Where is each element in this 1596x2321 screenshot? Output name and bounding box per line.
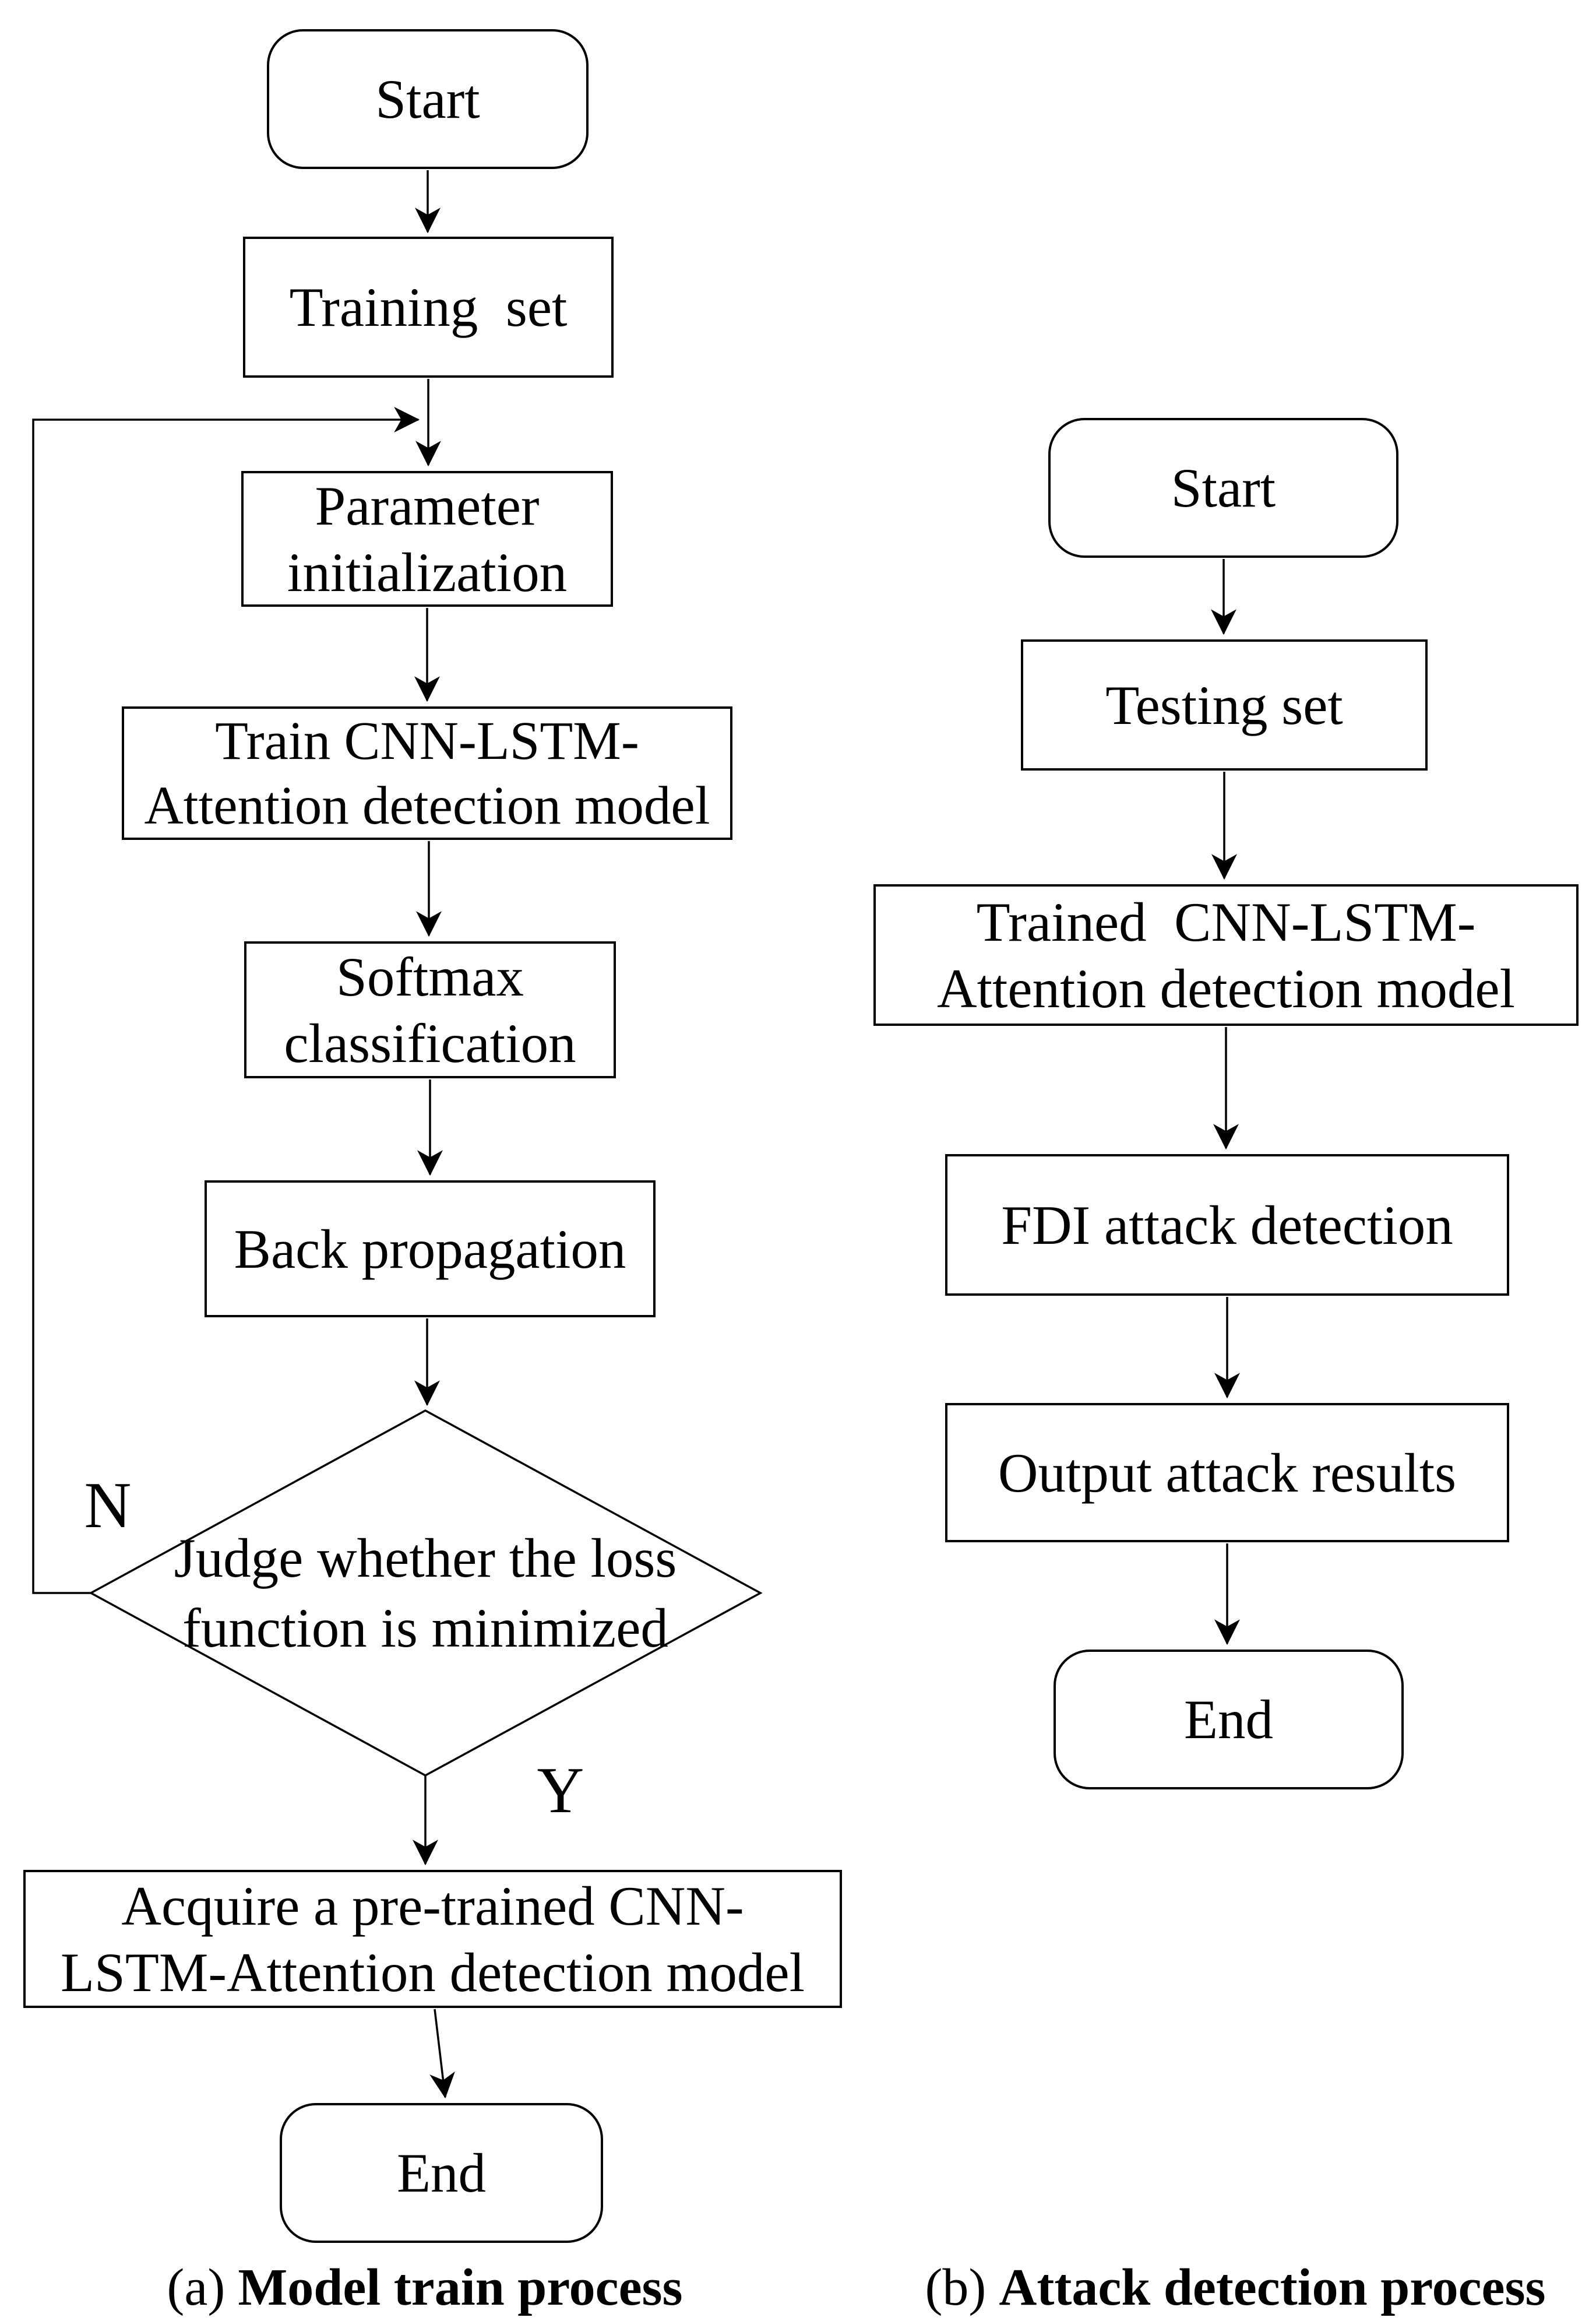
branch-label-yes: Y: [537, 1754, 584, 1827]
trained-model-box: Trained CNN-LSTM- Attention detection mo…: [873, 884, 1579, 1026]
node-label: Training set: [289, 276, 568, 338]
back-propagation-box: Back propagation: [205, 1180, 656, 1317]
start-terminator-a: Start: [267, 29, 589, 169]
output-attack-results-box: Output attack results: [945, 1403, 1509, 1542]
node-label-line-2: LSTM-Attention detection model: [61, 1941, 805, 2003]
node-label-line-2: Attention detection model: [937, 957, 1515, 1019]
testing-set-box: Testing set: [1021, 639, 1428, 771]
node-label-line-1: Softmax: [336, 945, 524, 1008]
train-model-box: Train CNN-LSTM- Attention detection mode…: [122, 706, 732, 840]
node-label-line-1: Judge whether the loss: [174, 1527, 677, 1589]
end-terminator-a: End: [280, 2103, 603, 2243]
caption-b: (b)Attack detection process: [925, 2257, 1545, 2318]
node-label: Back propagation: [234, 1218, 626, 1280]
node-label-line-2: function is minimized: [182, 1597, 668, 1659]
training-set-box: Training set: [243, 237, 614, 378]
caption-a-title: Model train process: [238, 2259, 683, 2316]
softmax-classification-box: Softmax classification: [244, 941, 616, 1078]
node-label: Output attack results: [998, 1441, 1457, 1504]
caption-b-index: (b): [925, 2259, 987, 2316]
arrow-a-acquire-to-end: [429, 2009, 455, 2099]
judge-decision-label: Judge whether the loss function is minim…: [174, 1523, 677, 1663]
caption-a: (a)Model train process: [167, 2257, 682, 2318]
loop-no-connector: [32, 407, 420, 1594]
start-terminator-b: Start: [1048, 418, 1398, 558]
node-label-line-1: Acquire a pre-trained CNN-: [121, 1875, 744, 1937]
parameter-initialization-box: Parameter initialization: [241, 471, 613, 607]
node-label: Start: [1171, 457, 1276, 519]
decision-diamond-shape: [89, 1409, 763, 1777]
node-label-line-1: Parameter: [315, 474, 540, 537]
node-label: End: [1183, 1689, 1274, 1750]
end-terminator-b: End: [1054, 1650, 1404, 1789]
branch-label-no: N: [84, 1469, 132, 1542]
acquire-model-box: Acquire a pre-trained CNN- LSTM-Attentio…: [23, 1870, 842, 2008]
node-label: FDI attack detection: [1001, 1194, 1453, 1256]
fdi-attack-detection-box: FDI attack detection: [945, 1154, 1509, 1296]
node-label-line-2: Attention detection model: [144, 775, 710, 836]
caption-b-title: Attack detection process: [999, 2259, 1546, 2316]
node-label: End: [396, 2142, 487, 2204]
node-label-line-1: Train CNN-LSTM-: [215, 711, 639, 771]
node-label: Testing set: [1105, 674, 1343, 736]
node-label-line-2: classification: [284, 1012, 576, 1074]
node-label-line-1: Trained CNN-LSTM-: [976, 891, 1476, 953]
node-label: Start: [375, 68, 480, 130]
caption-a-index: (a): [167, 2259, 226, 2316]
node-label-line-2: initialization: [287, 541, 568, 603]
